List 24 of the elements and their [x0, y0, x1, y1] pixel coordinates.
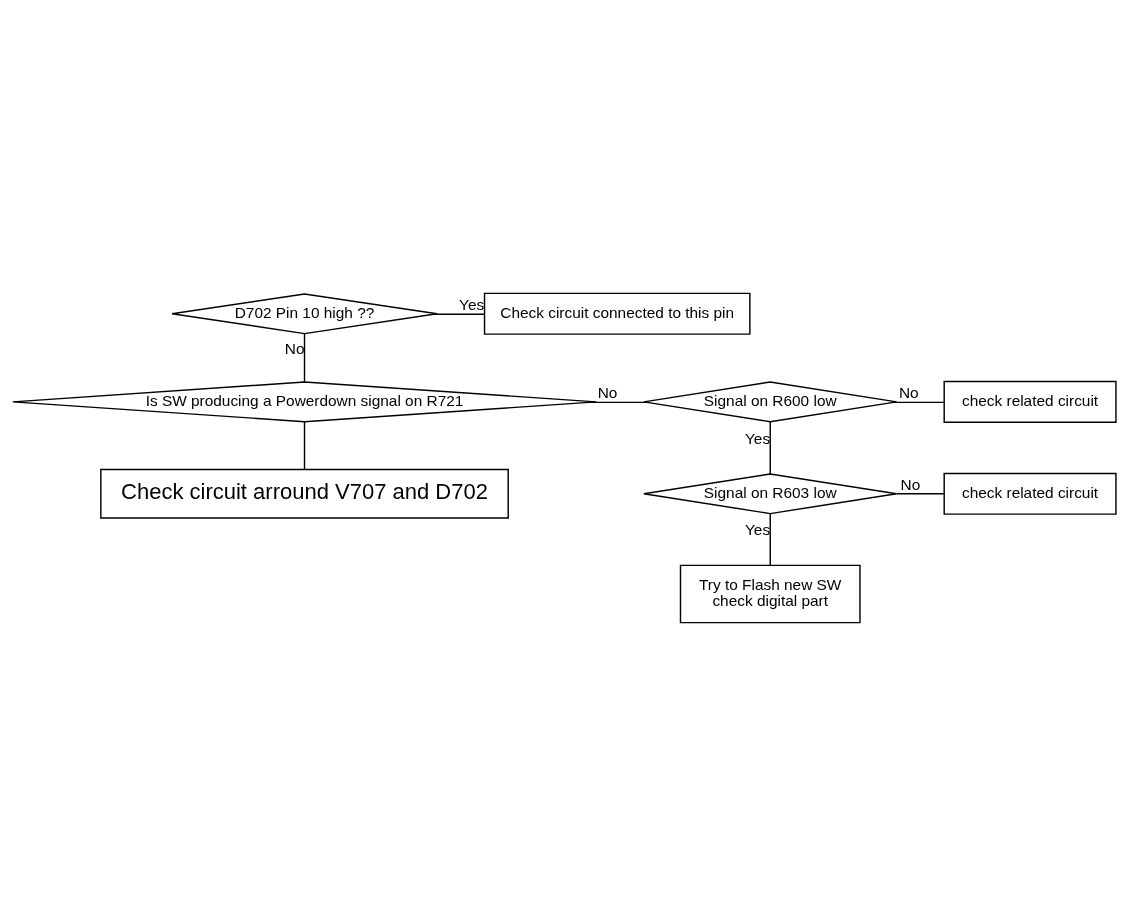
edge-label: No: [284, 339, 305, 357]
node-box: check related circuit: [943, 380, 1117, 423]
node-diamond: Signal on R600 low: [643, 381, 898, 423]
connector: [769, 513, 771, 566]
node-box: Check circuit arround V707 and D702: [100, 468, 509, 519]
connector: [896, 493, 945, 495]
edge-label: No: [597, 384, 618, 402]
node-box: check related circuit: [943, 472, 1117, 515]
connector: [432, 313, 486, 316]
node-box: Check circuit connected to this pin: [483, 292, 751, 335]
node-diamond: Is SW producing a Powerdown signal on R721: [12, 381, 597, 423]
edge-label: Yes: [745, 521, 771, 539]
edge-label: Yes: [745, 429, 771, 447]
edge-label: No: [898, 384, 919, 402]
edge-label: Yes: [459, 296, 485, 314]
connector: [769, 421, 771, 475]
connector: [892, 401, 945, 404]
node-diamond: Signal on R603 low: [643, 473, 898, 515]
node-diamond: D702 Pin 10 high ??: [171, 293, 438, 335]
connector: [587, 401, 648, 404]
connector: [303, 421, 306, 470]
connector: [303, 333, 306, 383]
node-box: Try to Flash new SW check digital part: [679, 564, 861, 624]
edge-label: No: [900, 475, 921, 493]
